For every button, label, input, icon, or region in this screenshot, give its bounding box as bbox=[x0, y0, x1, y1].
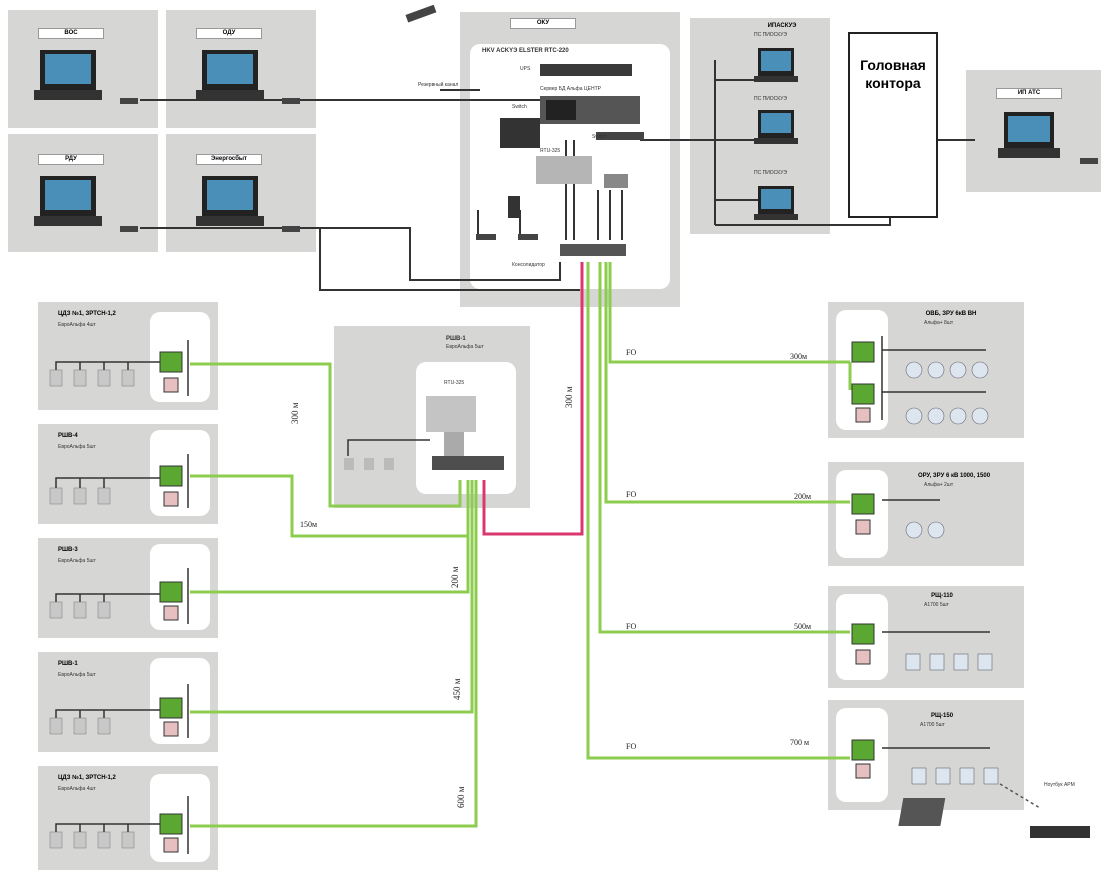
dist-500-right: 500м bbox=[794, 622, 812, 631]
left-box-3-subtitle: ЕвроАльфа 5шт bbox=[58, 558, 96, 564]
left-box-5-subtitle: ЕвроАльфа 4шт bbox=[58, 786, 96, 792]
left-meters bbox=[49, 369, 135, 849]
left-box-1-subtitle: ЕвроАльфа 4шт bbox=[58, 322, 96, 328]
db-server-label: Сервер БД Альфа ЦЕНТР bbox=[540, 86, 601, 92]
dist-200-right: 200м bbox=[794, 492, 812, 501]
dist-600: 600 м bbox=[456, 786, 466, 808]
switch-label-1: Switch bbox=[512, 104, 527, 110]
right-group-title: ИПАСКУЭ bbox=[767, 23, 797, 29]
ip-ats-label: ИП АТС bbox=[996, 88, 1062, 99]
ups-label: UPS bbox=[520, 66, 531, 72]
odu-label: ОДУ bbox=[196, 28, 262, 39]
vos-label: ВОС bbox=[38, 28, 104, 39]
left-box-4-title: РШВ-1 bbox=[58, 661, 78, 667]
left-box-4-subtitle: ЕвроАльфа 5шт bbox=[58, 672, 96, 678]
mid-devices bbox=[344, 396, 504, 470]
left-box-2-subtitle: ЕвроАльфа 5шт bbox=[58, 444, 96, 450]
mid-device: RTU-325 bbox=[444, 380, 465, 386]
center-subtitle: HKV ACKYЭ ELSTER RTC-220 bbox=[482, 48, 569, 54]
right-meter-icons bbox=[905, 361, 999, 785]
left-bus-lines bbox=[55, 340, 189, 854]
right-box-1-subtitle: Альфа+ 8шт bbox=[924, 320, 954, 326]
consolidator-label: Консолидатор bbox=[512, 262, 545, 268]
right-box-3-subtitle: А1700 5шт bbox=[924, 602, 949, 608]
converter-icons bbox=[159, 341, 875, 853]
head-office: Головная контора bbox=[848, 32, 938, 218]
rtu-label: RTU-325 bbox=[540, 148, 561, 154]
dist-150: 150м bbox=[300, 520, 318, 529]
dist-700-right: 700 м bbox=[790, 738, 810, 747]
left-box-2-title: РШВ-4 bbox=[58, 433, 78, 439]
mid-subtitle: ЕвроАльфа 5шт bbox=[446, 344, 484, 350]
left-box-3-title: РШВ-3 bbox=[58, 547, 78, 553]
mid-title: РШВ-1 bbox=[446, 336, 466, 342]
right-meters bbox=[881, 336, 990, 749]
right-box-3-title: РЩ-110 bbox=[931, 593, 953, 599]
dist-200: 200 м bbox=[450, 566, 460, 588]
laptop-icons bbox=[34, 48, 1098, 232]
dist-300-right: 300м bbox=[790, 352, 808, 361]
right-box-2-subtitle: Альфа+ 2шт bbox=[924, 482, 954, 488]
head-office-line1: Головная bbox=[860, 57, 926, 73]
right-box-1-title: ОВБ, ЗРУ 6кВ ВН bbox=[925, 311, 977, 317]
rdu-label: РДУ bbox=[38, 154, 104, 165]
fo-label-1: FO bbox=[626, 348, 637, 357]
left-box-1-title: ЦДЗ №1, ЗРТСН-1,2 bbox=[58, 311, 116, 317]
fo-label-3: FO bbox=[626, 622, 637, 631]
right-box-4-title: РЩ-150 bbox=[930, 713, 954, 719]
head-office-line2: контора bbox=[865, 75, 921, 91]
right-box-4-subtitle: А1700 5шт bbox=[920, 722, 945, 728]
right-box-2-title: ОРУ, ЗРУ 6 кВ 1000, 1500 bbox=[917, 473, 991, 479]
dist-450: 450 м bbox=[452, 678, 462, 700]
fo-label-4: FO bbox=[626, 742, 637, 751]
left-box-5-title: ЦДЗ №1, ЗРТСН-1,2 bbox=[58, 775, 116, 781]
dist-300-center: 300 м bbox=[564, 386, 574, 408]
fo-label-2: FO bbox=[626, 490, 637, 499]
laptop-label: Ноутбук АРМ bbox=[1044, 782, 1075, 788]
center-title: ОКУ bbox=[510, 18, 576, 29]
right-group-item-1: ПС ПИОСКУЭ bbox=[754, 32, 787, 38]
satellite-icon bbox=[405, 4, 437, 23]
server-devices bbox=[476, 64, 644, 256]
switch-label-2: Switch bbox=[592, 134, 607, 140]
dist-300-left: 300 м bbox=[290, 402, 300, 424]
service-laptop-icon bbox=[898, 798, 1090, 838]
right-group-item-3: ПС ПИОСКУЭ bbox=[754, 170, 787, 176]
backup-channel-label: Резервный канал bbox=[418, 82, 459, 88]
energosbyt-label: Энергосбыт bbox=[196, 154, 262, 165]
right-group-item-2: ПС ПИОСКУЭ bbox=[754, 96, 787, 102]
